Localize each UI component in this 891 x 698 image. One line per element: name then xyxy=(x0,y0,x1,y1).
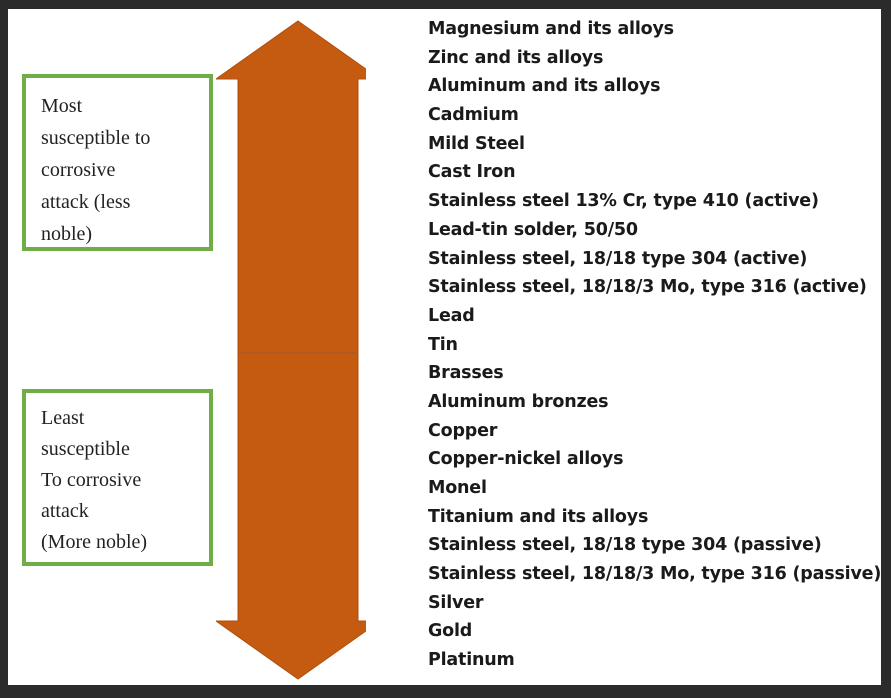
most-susceptible-label-box: Most susceptible to corrosive attack (le… xyxy=(22,74,213,251)
series-item: Lead-tin solder, 50/50 xyxy=(428,219,638,240)
double-headed-arrow-icon xyxy=(216,20,366,680)
series-item: Mild Steel xyxy=(428,133,525,154)
series-item: Tin xyxy=(428,334,458,355)
least-susceptible-label-box: Least susceptible To corrosive attack (M… xyxy=(22,389,213,566)
galvanic-series-list: Magnesium and its alloys Zinc and its al… xyxy=(428,15,881,675)
series-item: Zinc and its alloys xyxy=(428,47,604,68)
series-item: Aluminum bronzes xyxy=(428,391,609,412)
series-item: Gold xyxy=(428,621,473,642)
series-item: Stainless steel, 18/18/3 Mo, type 316 (p… xyxy=(428,564,881,585)
least-susceptible-line: Least xyxy=(41,407,85,429)
series-item: Copper-nickel alloys xyxy=(428,449,624,470)
arrow-shape xyxy=(216,20,366,680)
series-item: Aluminum and its alloys xyxy=(428,76,661,97)
series-item: Copper xyxy=(428,420,498,441)
series-item: Cast Iron xyxy=(428,162,516,183)
most-susceptible-line: corrosive xyxy=(41,159,116,181)
series-item: Stainless steel 13% Cr, type 410 (active… xyxy=(428,191,819,212)
series-item: Monel xyxy=(428,478,487,498)
least-susceptible-line: To corrosive xyxy=(41,469,142,491)
series-item: Brasses xyxy=(428,363,504,384)
least-susceptible-line: susceptible xyxy=(41,438,130,460)
series-item: Stainless steel, 18/18/3 Mo, type 316 (a… xyxy=(428,277,867,298)
most-susceptible-line: susceptible to xyxy=(41,127,151,149)
series-item: Stainless steel, 18/18 type 304 (passive… xyxy=(428,535,822,556)
series-item: Magnesium and its alloys xyxy=(428,19,674,39)
least-susceptible-line: attack xyxy=(41,500,89,522)
series-item: Silver xyxy=(428,592,484,613)
series-item: Platinum xyxy=(428,650,515,671)
series-item: Cadmium xyxy=(428,105,519,126)
most-susceptible-line: noble) xyxy=(41,223,93,245)
least-susceptible-line: (More noble) xyxy=(41,531,148,553)
diagram-canvas: Most susceptible to corrosive attack (le… xyxy=(8,9,881,685)
most-susceptible-line: Most xyxy=(41,95,83,117)
series-item: Lead xyxy=(428,305,475,326)
series-item: Titanium and its alloys xyxy=(428,506,649,527)
series-item: Stainless steel, 18/18 type 304 (active) xyxy=(428,248,808,269)
most-susceptible-line: attack (less xyxy=(41,191,131,213)
